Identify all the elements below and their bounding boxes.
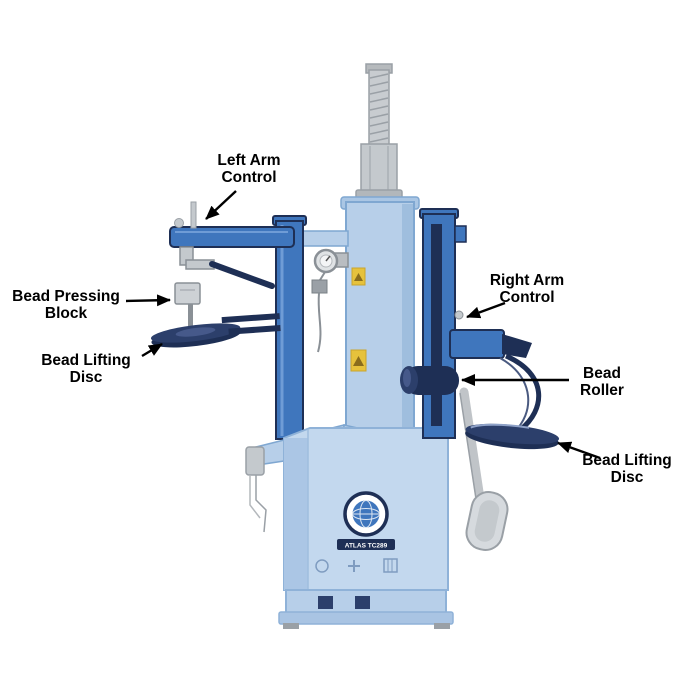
label-bead-lifting-disc-right: Bead Lifting Disc (570, 452, 684, 487)
label-bead-pressing-block: Bead Pressing Block (1, 288, 131, 323)
label-bead-lifting-disc-left-line2: Disc (69, 369, 103, 387)
label-bead-pressing-block-line1: Bead Pressing (12, 288, 120, 305)
label-bead-lifting-disc-left-line1: Bead Lifting (41, 352, 131, 369)
label-right-arm-control: Right Arm Control (477, 272, 577, 307)
control-icons (315, 558, 398, 573)
label-bead-lifting-disc-right-line2: Disc (610, 469, 644, 487)
label-left-arm-control: Left Arm Control (204, 152, 294, 187)
bead-lifting-disc-left (150, 323, 241, 348)
label-right-arm-control-line1: Right Arm (489, 272, 565, 289)
arrow-bead-lifting-disc-right (557, 441, 601, 460)
label-bead-lifting-disc-left: Bead Lifting Disc (26, 352, 146, 387)
callout-arrows (125, 190, 601, 460)
brand-logo (343, 491, 389, 537)
label-right-arm-control-line2: Control (499, 289, 555, 307)
label-bead-roller: Bead Roller (562, 365, 642, 400)
left-arm (169, 201, 295, 248)
support-pole (459, 387, 509, 551)
arrow-bead-pressing-block (125, 294, 171, 307)
pressure-gauge (311, 248, 349, 353)
label-bead-pressing-block-line2: Block (44, 305, 88, 323)
crossbar (300, 230, 349, 247)
bead-lifting-disc-right (465, 423, 560, 450)
brand-text: ATLAS TC289 (345, 543, 388, 550)
center-mast (340, 63, 420, 443)
label-bead-roller-line2: Roller (580, 382, 624, 400)
cabinet: ATLAS TC289 (283, 427, 449, 591)
left-arm-control-pin (190, 201, 197, 229)
arrow-left-arm-control (205, 190, 237, 220)
label-bead-roller-line1: Bead (583, 365, 621, 382)
label-bead-lifting-disc-right-line1: Bead Lifting (582, 452, 672, 469)
bead-pressing-block (174, 246, 275, 329)
label-left-arm-control-line2: Control (221, 169, 277, 187)
warning-label-icon (350, 267, 367, 372)
base-pedestal (278, 589, 454, 629)
fork-bars (221, 313, 281, 335)
bead-roller (400, 366, 459, 395)
right-tower (419, 208, 467, 439)
brand-banner (337, 539, 395, 550)
label-left-arm-control-line1: Left Arm (217, 152, 281, 169)
arrow-bead-lifting-disc-left (141, 342, 163, 358)
air-cylinder (245, 446, 267, 533)
right-arm (449, 329, 542, 433)
arrow-right-arm-control (466, 301, 506, 319)
right-arm-control-knob (454, 310, 464, 320)
